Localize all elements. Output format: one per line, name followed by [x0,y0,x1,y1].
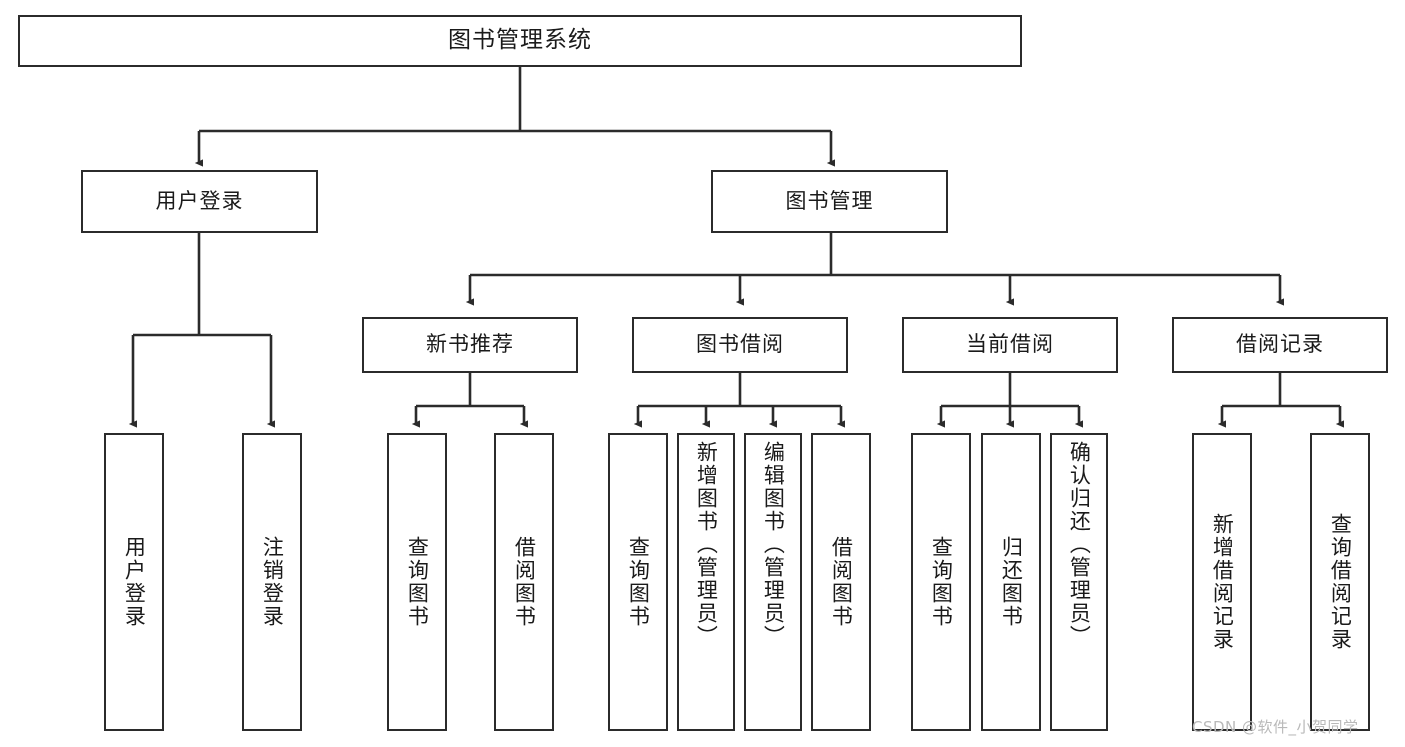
node-label: 借阅记录 [1236,332,1324,357]
node-label: 确认归还（管理员） [1067,441,1092,648]
node-book-borrow[interactable]: 图书借阅 [632,317,848,373]
node-book-management[interactable]: 图书管理 [711,170,948,233]
node-current-borrow[interactable]: 当前借阅 [902,317,1118,373]
node-label: 借阅图书 [512,536,537,628]
node-new-book-recommend[interactable]: 新书推荐 [362,317,578,373]
node-label: 查询图书 [405,536,430,628]
leaf-borrow-borrow-book[interactable]: 借阅图书 [811,433,871,731]
node-label: 查询图书 [929,536,954,628]
leaf-borrow-add-book-admin[interactable]: 新增图书（管理员） [677,433,735,731]
node-root-system[interactable]: 图书管理系统 [18,15,1022,67]
node-label: 编辑图书（管理员） [761,441,786,648]
leaf-current-query-book[interactable]: 查询图书 [911,433,971,731]
leaf-recommend-borrow-book[interactable]: 借阅图书 [494,433,554,731]
node-label: 新增借阅记录 [1210,513,1235,651]
node-label: 新书推荐 [426,332,514,357]
leaf-record-add-borrow-record[interactable]: 新增借阅记录 [1192,433,1252,731]
node-label: 借阅图书 [829,536,854,628]
node-label: 图书管理 [785,188,874,213]
node-label: 新增图书（管理员） [694,441,719,648]
leaf-borrow-edit-book-admin[interactable]: 编辑图书（管理员） [744,433,802,731]
leaf-user-login-signin[interactable]: 用户登录 [104,433,164,731]
leaf-record-query-borrow-record[interactable]: 查询借阅记录 [1310,433,1370,731]
node-label: 查询图书 [626,536,651,628]
leaf-recommend-query-book[interactable]: 查询图书 [387,433,447,731]
leaf-current-return-book[interactable]: 归还图书 [981,433,1041,731]
node-borrow-record[interactable]: 借阅记录 [1172,317,1388,373]
node-label: 图书管理系统 [448,27,592,54]
csdn-watermark: CSDN @软件_小贺同学 [1192,718,1359,736]
node-user-login[interactable]: 用户登录 [81,170,318,233]
node-label: 注销登录 [260,536,285,628]
leaf-current-confirm-return-admin[interactable]: 确认归还（管理员） [1050,433,1108,731]
node-label: 图书借阅 [696,332,784,357]
node-label: 用户登录 [122,536,147,628]
node-label: 当前借阅 [966,332,1054,357]
leaf-borrow-query-book[interactable]: 查询图书 [608,433,668,731]
node-label: 用户登录 [155,188,244,213]
node-label: 查询借阅记录 [1328,513,1353,651]
leaf-user-login-signout[interactable]: 注销登录 [242,433,302,731]
node-label: 归还图书 [999,536,1024,628]
